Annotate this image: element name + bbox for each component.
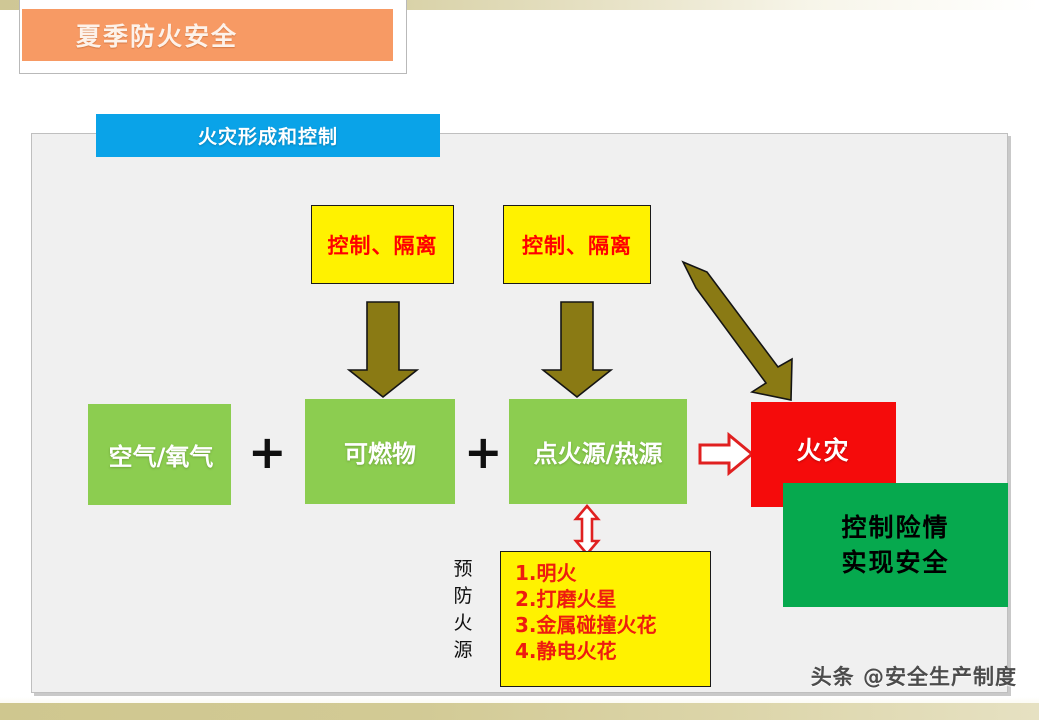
element-box-air: 空气/氧气	[88, 404, 231, 505]
control-box-2-label: 控制、隔离	[522, 233, 632, 258]
element-box-ignition-label: 点火源/热源	[533, 440, 663, 468]
section-header: 火灾形成和控制	[96, 114, 440, 157]
ignition-prevention-label: 预 防 火 源	[450, 556, 476, 665]
section-title: 火灾形成和控制	[197, 126, 338, 148]
page-title: 夏季防火安全	[76, 22, 239, 51]
ignition-prevention-char-2: 防	[453, 585, 473, 608]
decorative-bottom-strip	[0, 703, 1039, 720]
list-item: 2.打磨火星	[515, 587, 617, 611]
decorative-top-strip	[0, 0, 1039, 10]
control-box-1: 控制、隔离	[311, 205, 454, 284]
ignition-sources-list: 1.明火 2.打磨火星 3.金属碰撞火花 4.静电火花	[500, 551, 711, 687]
result-box-fire-label: 火灾	[796, 435, 851, 465]
outcome-line-2: 实现安全	[841, 548, 950, 577]
list-item: 4.静电火花	[515, 639, 617, 663]
ignition-prevention-char-3: 火	[453, 612, 473, 635]
element-box-fuel-label: 可燃物	[344, 440, 416, 468]
decorative-bottom-fade	[0, 697, 1039, 704]
slide-title-bar: 夏季防火安全	[22, 9, 393, 61]
plus-operator-2: +	[464, 425, 503, 479]
element-box-ignition: 点火源/热源	[509, 399, 687, 504]
control-box-2: 控制、隔离	[503, 205, 651, 284]
outcome-box: 控制险情 实现安全	[783, 483, 1008, 607]
element-box-air-label: 空气/氧气	[108, 443, 214, 471]
ignition-prevention-char-4: 源	[453, 639, 473, 662]
list-item: 3.金属碰撞火花	[515, 613, 657, 637]
list-item: 1.明火	[515, 561, 577, 585]
element-box-fuel: 可燃物	[305, 399, 455, 504]
control-box-1-label: 控制、隔离	[327, 233, 438, 258]
outcome-line-1: 控制险情	[841, 512, 950, 542]
ignition-prevention-char-1: 预	[453, 558, 473, 580]
watermark: 头条 @安全生产制度	[810, 665, 1017, 689]
plus-operator-1: +	[248, 425, 287, 479]
